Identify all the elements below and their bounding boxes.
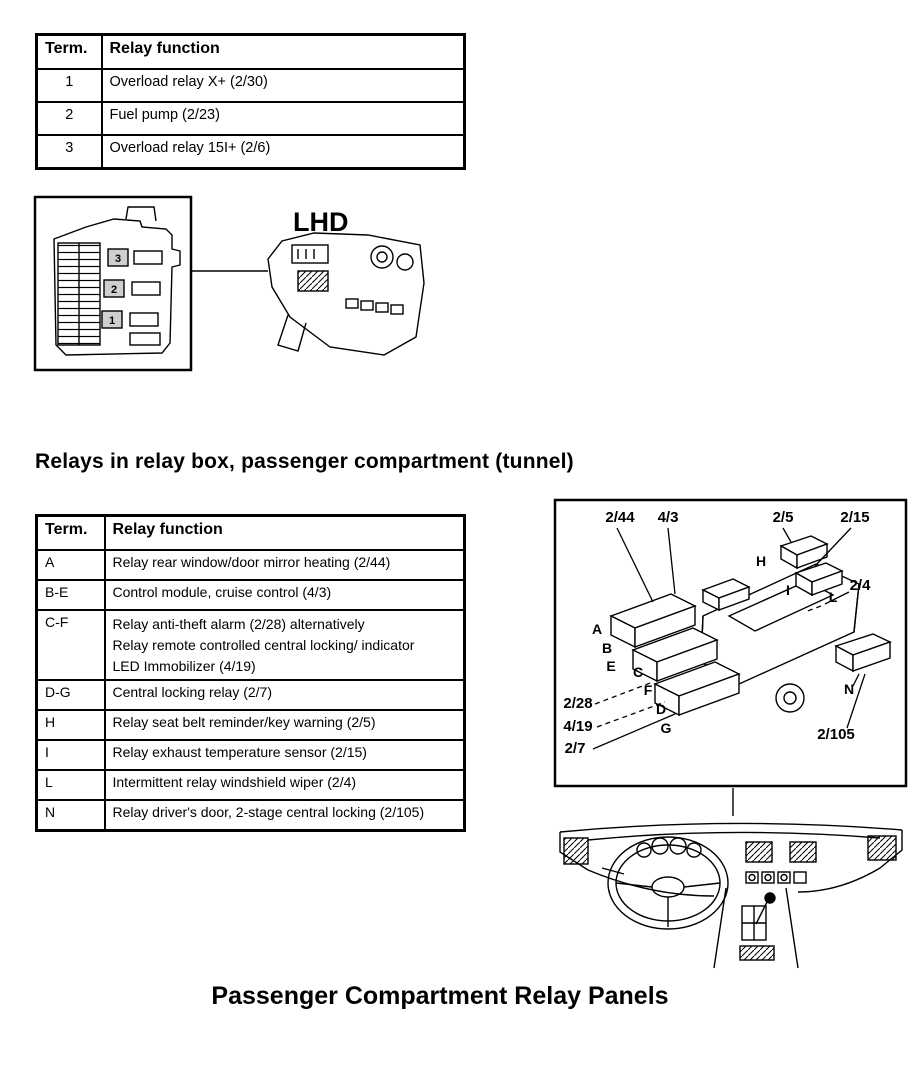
letter-C: C (633, 664, 643, 680)
term-cell: C-F (35, 609, 106, 681)
function-cell: Overload relay X+ (2/30) (100, 68, 466, 103)
function-cell: Overload relay 15I+ (2/6) (100, 134, 466, 170)
function-cell: Intermittent relay windshield wiper (2/4… (103, 769, 466, 801)
dashboard-sketch-lhd (267, 232, 425, 356)
letter-F: F (644, 682, 653, 698)
overload-relay-table: Term. Relay function 1 Overload relay X+… (35, 33, 466, 170)
table-header-row: Term. Relay function (35, 33, 466, 70)
label-4-3: 4/3 (658, 509, 679, 526)
label-2-28: 2/28 (563, 695, 592, 712)
callout-labels: 2/44 4/3 2/5 2/15 2/4 2/28 4/19 2/7 2/10… (563, 509, 871, 757)
table-row: B-E Control module, cruise control (4/3) (35, 579, 466, 611)
term-column-header: Term. (35, 33, 103, 70)
letter-N: N (844, 681, 854, 697)
letter-D: D (656, 701, 666, 717)
letter-G: G (661, 720, 672, 736)
function-cell: Central locking relay (2/7) (103, 679, 466, 711)
page-caption: Passenger Compartment Relay Panels (211, 982, 669, 1010)
function-cell: Relay driver's door, 2-stage central loc… (103, 799, 466, 832)
table-row: 1 Overload relay X+ (2/30) (35, 68, 466, 103)
term-column-header: Term. (35, 514, 106, 551)
term-cell: A (35, 549, 106, 581)
function-line: Relay remote controlled central locking/… (112, 637, 415, 653)
table-row: 3 Overload relay 15I+ (2/6) (35, 134, 466, 170)
function-cell: Relay rear window/door mirror heating (2… (103, 549, 466, 581)
function-cell: Control module, cruise control (4/3) (103, 579, 466, 611)
relay-slot-markers: 3 2 1 (101, 248, 129, 329)
table-header-row: Term. Relay function (35, 514, 466, 551)
label-2-44: 2/44 (605, 509, 635, 526)
tunnel-relay-table: Term. Relay function A Relay rear window… (35, 514, 466, 832)
terminal-letters: H I L A B E C F D G N (592, 553, 854, 736)
function-line: LED Immobilizer (4/19) (112, 658, 256, 674)
letter-I: I (786, 582, 790, 598)
letter-L: L (829, 589, 838, 605)
figure-relay-panel: 2/44 4/3 2/5 2/15 2/4 2/28 4/19 2/7 2/10… (553, 498, 908, 788)
label-2-5: 2/5 (773, 509, 794, 526)
table-row: N Relay driver's door, 2-stage central l… (35, 799, 466, 832)
function-column-header: Relay function (100, 33, 466, 70)
term-cell: 2 (35, 101, 103, 136)
slot-1-label: 1 (109, 315, 115, 327)
letter-A: A (592, 621, 602, 637)
function-cell: Relay anti-theft alarm (2/28) alternativ… (103, 609, 466, 681)
letter-B: B (602, 640, 612, 656)
table-row: L Intermittent relay windshield wiper (2… (35, 769, 466, 801)
label-2-15: 2/15 (840, 509, 869, 526)
slot-3-label: 3 (115, 253, 121, 265)
function-line: Relay anti-theft alarm (2/28) alternativ… (112, 616, 365, 632)
table-row: 2 Fuel pump (2/23) (35, 101, 466, 136)
callout-lines (592, 527, 866, 750)
table-row: I Relay exhaust temperature sensor (2/15… (35, 739, 466, 771)
dashboard-illustration (559, 788, 903, 969)
table-row: H Relay seat belt reminder/key warning (… (35, 709, 466, 741)
term-cell: B-E (35, 579, 106, 611)
section-heading: Relays in relay box, passenger compartme… (35, 450, 574, 473)
label-4-19: 4/19 (563, 718, 592, 735)
letter-H: H (756, 553, 766, 569)
term-cell: I (35, 739, 106, 771)
lhd-label: LHD (293, 207, 349, 237)
term-cell: 3 (35, 134, 103, 170)
table-row: C-F Relay anti-theft alarm (2/28) altern… (35, 609, 466, 681)
label-2-7: 2/7 (565, 740, 586, 757)
term-cell: N (35, 799, 106, 832)
label-2-105: 2/105 (817, 726, 855, 743)
slot-2-label: 2 (111, 284, 117, 296)
table-row: A Relay rear window/door mirror heating … (35, 549, 466, 581)
function-cell: Fuel pump (2/23) (100, 101, 466, 136)
function-cell: Relay exhaust temperature sensor (2/15) (103, 739, 466, 771)
term-cell: D-G (35, 679, 106, 711)
term-cell: L (35, 769, 106, 801)
letter-E: E (606, 658, 615, 674)
table-row: D-G Central locking relay (2/7) (35, 679, 466, 711)
function-cell: Relay seat belt reminder/key warning (2/… (103, 709, 466, 741)
relay-box-illustration (53, 206, 181, 356)
figure-dashboard (559, 788, 903, 969)
function-column-header: Relay function (103, 514, 466, 551)
figure-relay-location: 3 2 1 LHD (33, 195, 425, 372)
term-cell: H (35, 709, 106, 741)
term-cell: 1 (35, 68, 103, 103)
label-2-4: 2/4 (850, 577, 872, 594)
